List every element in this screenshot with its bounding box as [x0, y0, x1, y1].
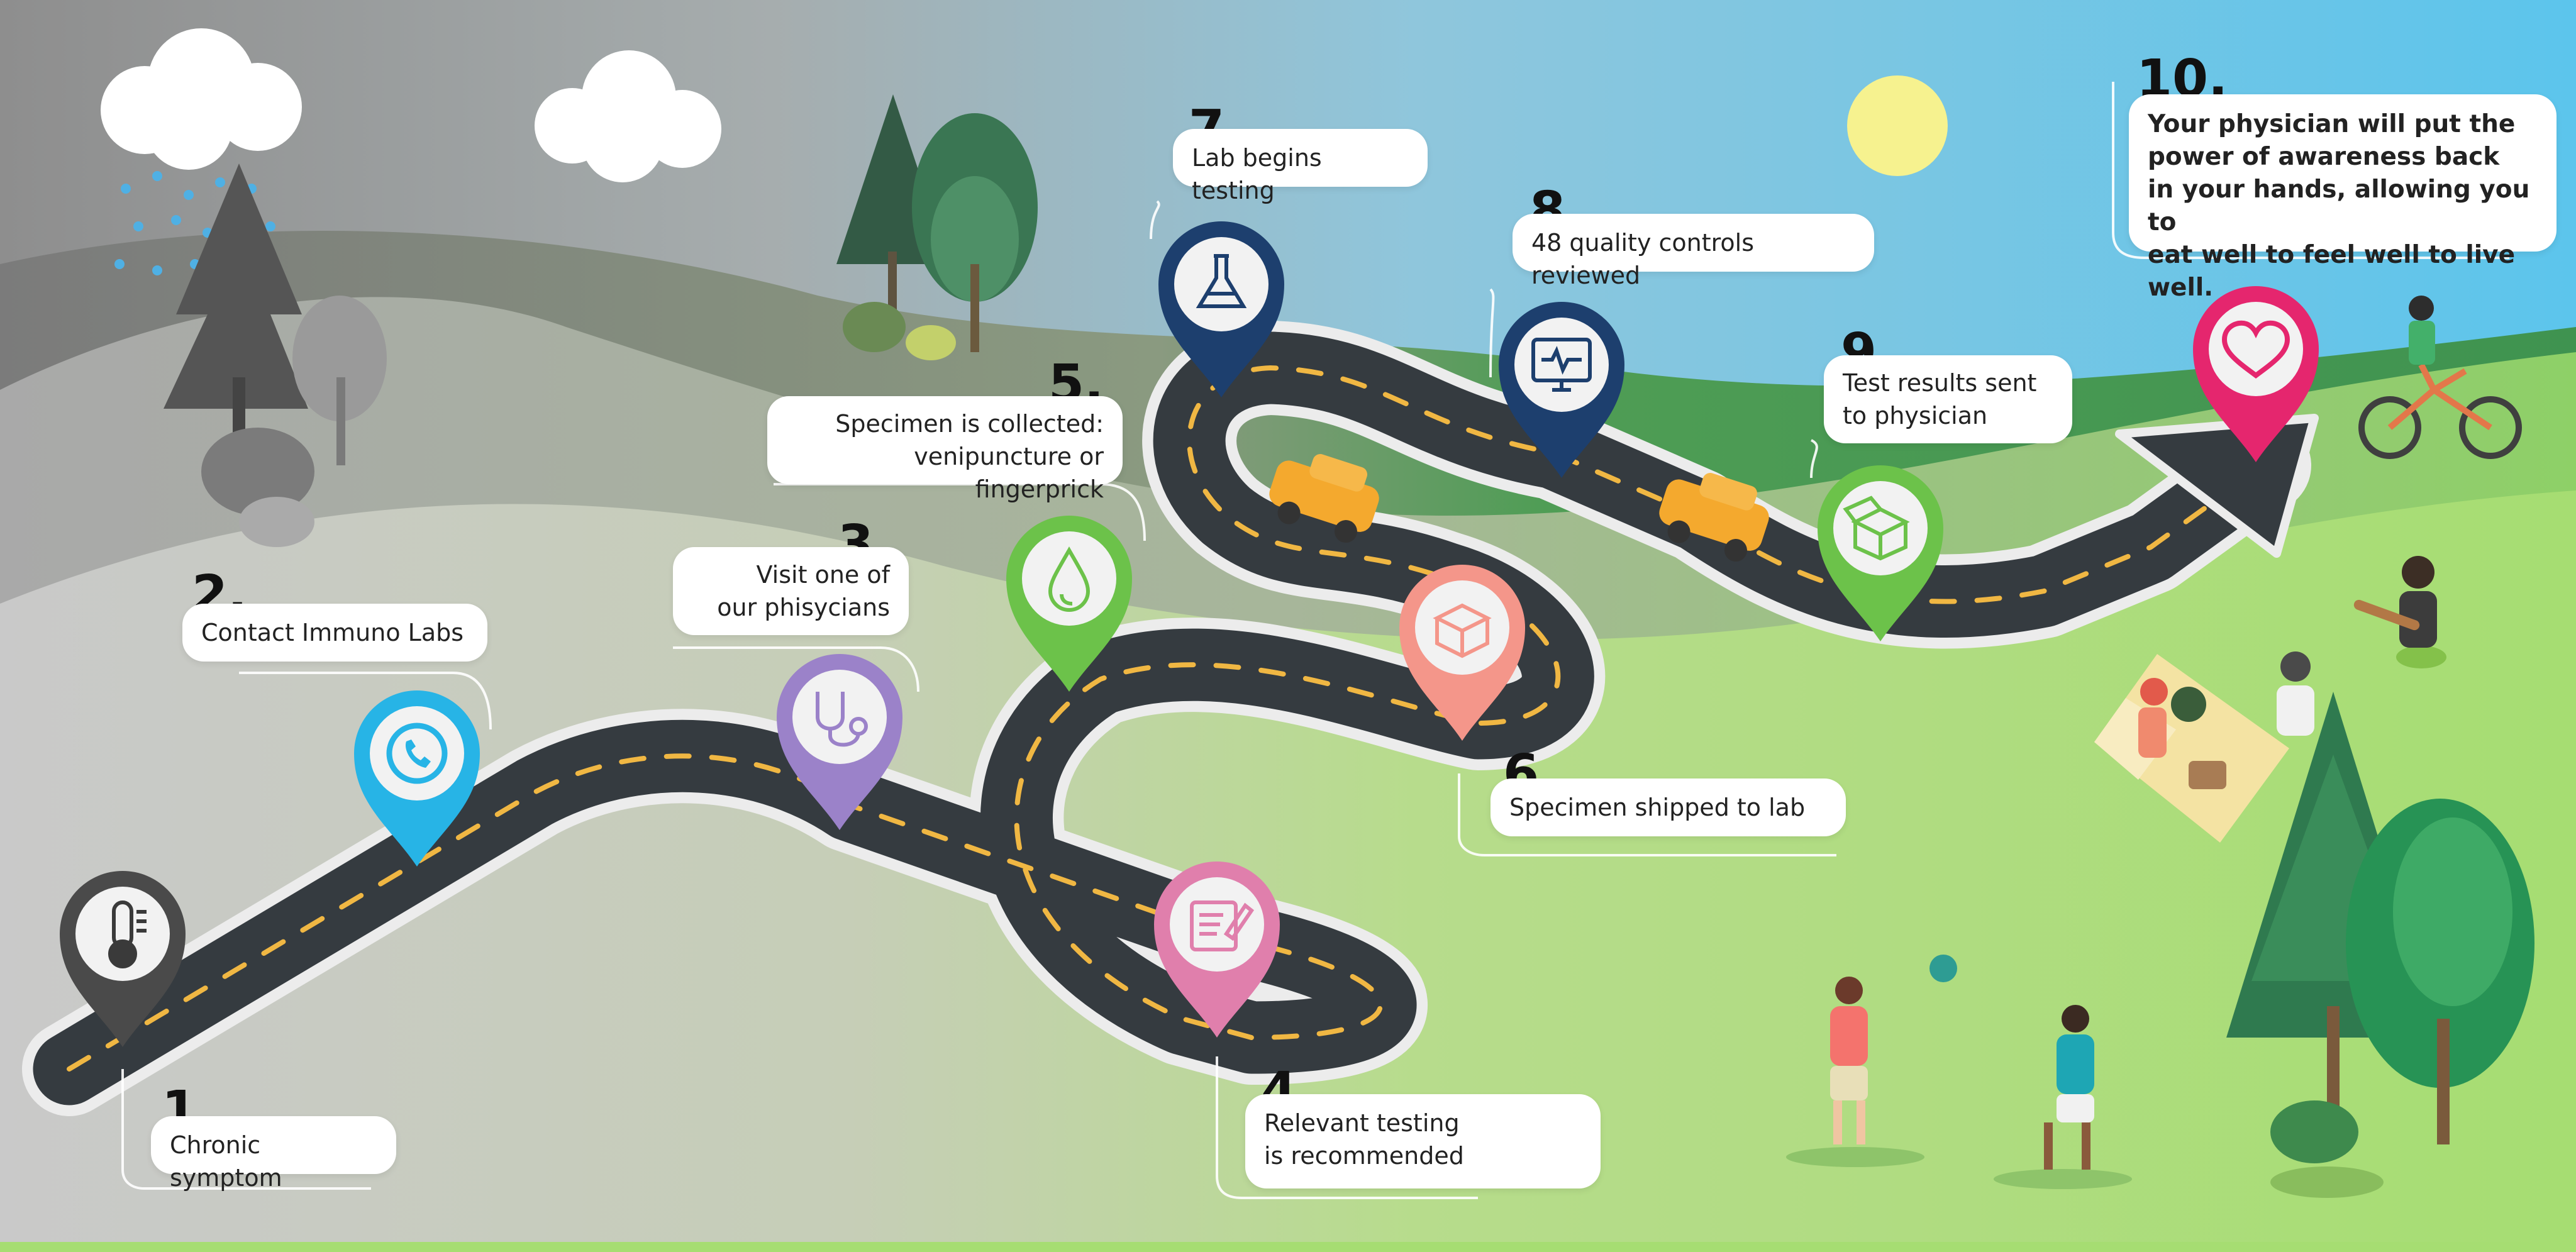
step-6-card: Specimen shipped to lab — [1491, 778, 1846, 836]
pin-10[interactable] — [2193, 286, 2319, 462]
road — [22, 321, 2311, 1116]
hill-trees — [836, 94, 1038, 360]
cyclist — [2358, 296, 2522, 459]
right-trees — [2226, 692, 2534, 1198]
step-5-label: Specimen is collected: venipuncture or f… — [835, 410, 1104, 503]
step-8-label: 48 quality controls reviewed — [1531, 229, 1755, 289]
step-9-label: Test results sent to physician — [1843, 369, 2037, 429]
step-4-label: Relevant testing is recommended — [1264, 1109, 1464, 1170]
guitar-player — [2353, 556, 2446, 668]
step-5-card: Specimen is collected: venipuncture or f… — [767, 396, 1123, 503]
stethoscope-icon — [816, 692, 868, 747]
step-1-card: Chronic symptom — [151, 1116, 396, 1192]
flask-icon — [1196, 254, 1247, 308]
bottom-strip — [0, 1242, 2576, 1252]
step-10-label: Your physician will put the power of awa… — [2148, 110, 2530, 302]
pin-1[interactable] — [60, 871, 186, 1047]
monitor-icon — [1531, 338, 1592, 392]
sun — [1847, 75, 1948, 176]
notepad-icon — [1190, 900, 1255, 951]
pin-3[interactable] — [777, 654, 902, 830]
blood-drop-icon — [1048, 546, 1091, 612]
front-ground — [0, 490, 2576, 1252]
pin-2[interactable] — [354, 690, 480, 867]
thermometer-icon — [108, 900, 147, 968]
pin-7[interactable] — [1158, 221, 1284, 397]
box-icon — [1433, 603, 1492, 658]
step-9-card: Test results sent to physician — [1824, 355, 2072, 443]
rain-cloud — [101, 28, 302, 170]
step-6-label: Specimen shipped to lab — [1509, 794, 1806, 821]
step-2-label: Contact Immuno Labs — [201, 619, 464, 646]
step-2-card: Contact Immuno Labs — [182, 604, 487, 662]
step-7-label: Lab begins testing — [1192, 144, 1322, 204]
car-1 — [1269, 454, 1379, 543]
callout-lines — [121, 82, 2509, 1199]
step-1-label: Chronic symptom — [170, 1131, 282, 1192]
picnic-blanket — [2094, 651, 2314, 843]
step-10-card: Your physician will put the power of awa… — [2129, 94, 2557, 302]
pin-4[interactable] — [1154, 861, 1280, 1038]
step-3-card: Visit one of our phisycians — [673, 547, 909, 635]
road-arrow-head — [2115, 414, 2319, 558]
phone-icon — [386, 723, 448, 784]
step-3-label: Visit one of our phisycians — [717, 561, 890, 621]
step-7-card: Lab begins testing — [1173, 129, 1428, 204]
pin-9[interactable] — [1818, 465, 1943, 641]
step-8-card: 48 quality controls reviewed — [1513, 214, 1874, 289]
pin-8[interactable] — [1499, 302, 1624, 478]
pin-6[interactable] — [1399, 565, 1525, 741]
ball-players — [1786, 955, 2132, 1189]
heart-icon — [2221, 320, 2290, 379]
pin-5[interactable] — [1006, 516, 1132, 692]
gray-tree-cluster — [164, 163, 387, 547]
car-2 — [1659, 473, 1769, 562]
cloud — [535, 50, 721, 182]
open-box-icon — [1843, 496, 1910, 561]
step-4-card: Relevant testing is recommended — [1245, 1094, 1601, 1188]
